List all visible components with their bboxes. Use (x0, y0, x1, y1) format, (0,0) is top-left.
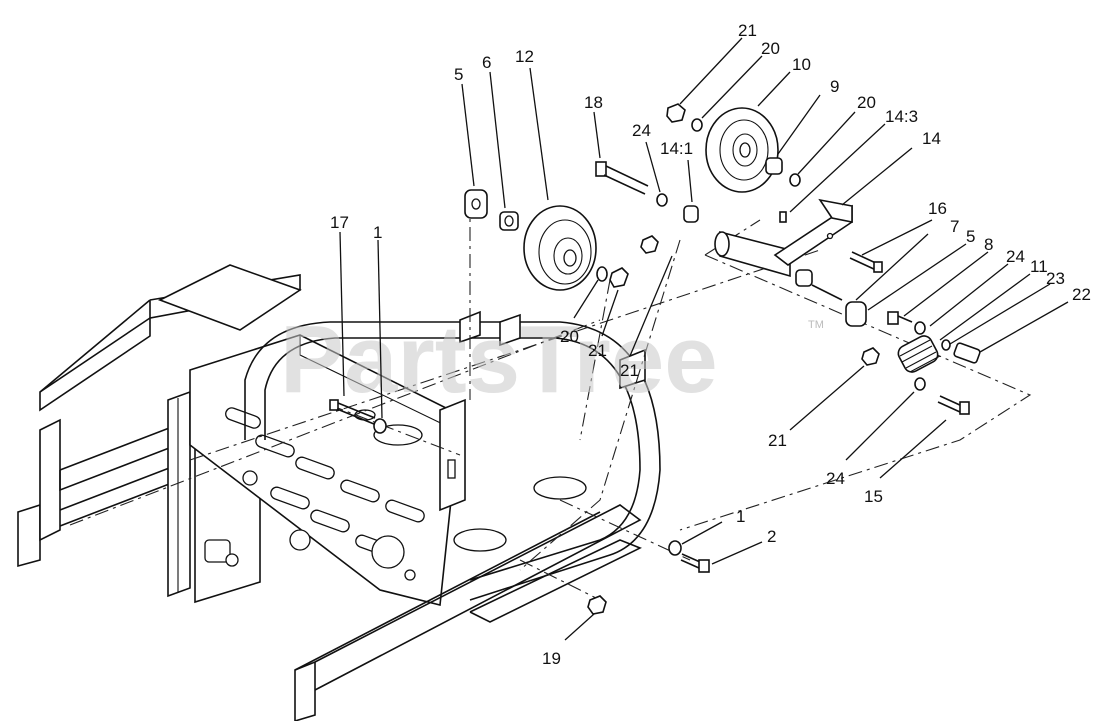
pin-16 (849, 251, 883, 273)
spacer-9 (765, 157, 783, 175)
nut-21-mid (640, 235, 659, 254)
callout-18: 18 (584, 93, 603, 112)
callout-9: 9 (830, 77, 839, 96)
callout-8: 8 (984, 235, 993, 254)
callout-24-lower: 24 (826, 469, 845, 488)
bolt-8 (887, 311, 899, 325)
callout-20-top: 20 (761, 39, 780, 58)
washer-23 (941, 339, 951, 351)
callout-23: 23 (1046, 269, 1065, 288)
bolt-15 (937, 395, 970, 415)
frame-slots (225, 407, 425, 581)
spring-11 (897, 335, 941, 373)
callout-10: 10 (792, 55, 811, 74)
callout-21-pulley: 21 (588, 341, 607, 360)
callout-14-1: 14:1 (660, 139, 693, 158)
nut-19 (587, 595, 607, 615)
callout-17: 17 (330, 213, 349, 232)
idler-pulley-12 (523, 205, 597, 291)
callout-21-mid: 21 (620, 361, 639, 380)
callout-5-top: 5 (454, 65, 463, 84)
bolt-2 (680, 553, 710, 573)
watermark-trademark: TM (808, 319, 824, 331)
nut-21-top (666, 103, 686, 123)
callout-2: 2 (767, 527, 776, 546)
callout-16: 16 (928, 199, 947, 218)
callout-15: 15 (864, 487, 883, 506)
callout-24-top: 24 (632, 121, 651, 140)
callout-labels: 21 20 10 9 20 14:3 14 18 24 14:1 5 6 12 … (330, 21, 1091, 668)
callout-14: 14 (922, 129, 941, 148)
spacer-7 (795, 269, 813, 287)
bushing-14-1 (683, 205, 699, 223)
spacer-5-top (464, 189, 488, 219)
callout-6: 6 (482, 53, 491, 72)
sleeve-6 (499, 211, 519, 231)
washer-20-pulley (596, 266, 608, 282)
callout-5-b: 5 (966, 227, 975, 246)
washer-20-b (789, 173, 801, 187)
washer-24-b (914, 321, 926, 335)
callout-12: 12 (515, 47, 534, 66)
bolt-17 (329, 399, 376, 425)
stud-22 (953, 342, 981, 364)
callout-24-b: 24 (1006, 247, 1025, 266)
washer-20-top (691, 118, 703, 132)
washer-1-lower (668, 540, 682, 556)
callout-1-top: 1 (373, 223, 382, 242)
rear-bumper (244, 310, 661, 601)
washer-1-top (373, 418, 387, 434)
callout-leaders (339, 37, 1069, 641)
callout-21-lower: 21 (768, 431, 787, 450)
callout-20-b: 20 (857, 93, 876, 112)
callout-11: 11 (1030, 257, 1048, 276)
callout-22: 22 (1072, 285, 1091, 304)
callout-19: 19 (542, 649, 561, 668)
watermark: PartsTree (280, 306, 718, 413)
nut-21-lower (861, 347, 880, 366)
washer-24-lower (914, 377, 926, 391)
idler-arm-14 (714, 198, 853, 278)
washer-24-top (656, 193, 668, 207)
grease-fitting-14-3 (779, 211, 787, 223)
callout-1-lower: 1 (736, 507, 745, 526)
pulley-10 (705, 107, 779, 193)
assembly-lines (69, 200, 1032, 601)
nut-21-pulley (609, 267, 629, 288)
callout-20-pulley: 20 (560, 327, 579, 346)
spacer-5 (845, 301, 867, 327)
main-frame (17, 264, 642, 721)
callout-14-3: 14:3 (885, 107, 918, 126)
callout-7: 7 (950, 217, 959, 236)
callout-21-top: 21 (738, 21, 757, 40)
bolt-18 (595, 161, 649, 195)
